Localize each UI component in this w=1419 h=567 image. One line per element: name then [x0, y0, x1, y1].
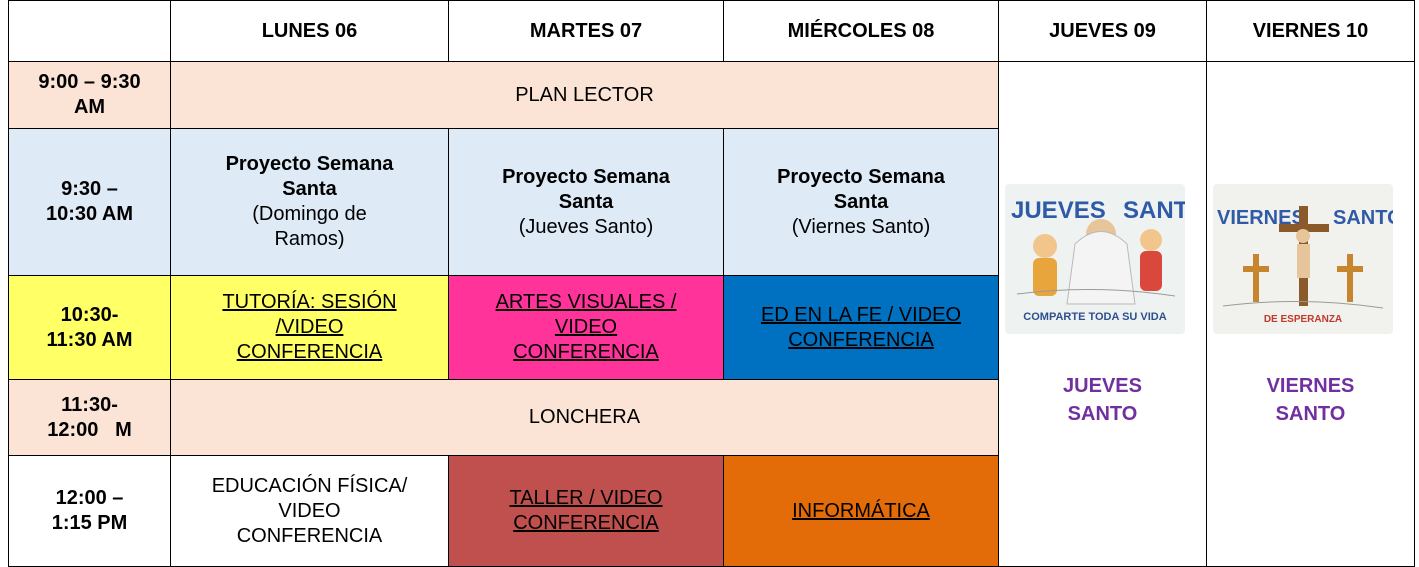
image-caption: DE ESPERANZA	[1264, 314, 1342, 325]
holiday-label-friday: VIERNES SANTO	[1266, 375, 1355, 425]
time-line: AM	[73, 96, 106, 118]
viernes-santo-image: VIERNES SANTO DE ESPERANZA	[1213, 184, 1393, 334]
wednesday-proyecto-cell: Proyecto Semana Santa (Viernes Santo)	[723, 128, 999, 276]
header-day-wednesday: MIÉRCOLES 08	[723, 0, 999, 62]
header-row: LUNES 06 MARTES 07 MIÉRCOLES 08 JUEVES 0…	[8, 0, 1415, 62]
header-day-monday: LUNES 06	[170, 0, 449, 62]
time-cell: 10:30- 11:30 AM	[8, 275, 171, 380]
header-day-tuesday: MARTES 07	[448, 0, 724, 62]
image-title-left: VIERNES	[1217, 207, 1305, 229]
header-corner-cell	[8, 0, 171, 62]
activity-lonchera: LONCHERA	[170, 379, 999, 456]
wednesday-informatica-link[interactable]: INFORMÁTICA	[723, 455, 999, 567]
row-ultima: 12:00 – 1:15 PM EDUCACIÓN FÍSICA/ VIDEO …	[8, 455, 1415, 567]
time-cell: 12:00 – 1:15 PM	[8, 455, 171, 567]
image-title-right: SANTO	[1333, 207, 1393, 229]
time-cell: 11:30- 12:00 M	[8, 379, 171, 456]
activity-plan-lector: PLAN LECTOR	[170, 61, 999, 129]
tuesday-taller-link[interactable]: TALLER / VIDEO CONFERENCIA	[448, 455, 724, 567]
image-caption: COMPARTE TODA SU VIDA	[1023, 311, 1166, 323]
holiday-friday-cell: VIERNES SANTO DE ESPERANZA	[1206, 61, 1415, 567]
holiday-thursday-cell: JUEVES SANTO COMPARTE TODA SU VIDA JUEVE…	[998, 61, 1207, 567]
jueves-santo-image: JUEVES SANTO COMPARTE TODA SU VIDA	[1005, 184, 1185, 334]
monday-tutoria-link[interactable]: TUTORÍA: SESIÓN /VIDEO CONFERENCIA	[170, 275, 449, 380]
monday-educacion-fisica-cell: EDUCACIÓN FÍSICA/ VIDEO CONFERENCIA	[170, 455, 449, 567]
time-cell: 9:30 – 10:30 AM	[8, 128, 171, 276]
header-day-thursday: JUEVES 09	[998, 0, 1207, 62]
time-line: 9:00 – 9:30	[38, 71, 141, 93]
wednesday-fe-link[interactable]: ED EN LA FE / VIDEO CONFERENCIA	[723, 275, 999, 380]
time-cell: 9:00 – 9:30 AM	[8, 61, 171, 129]
image-title-right: SANTO	[1123, 197, 1185, 224]
image-title-left: JUEVES	[1011, 197, 1106, 224]
row-proyecto: 9:30 – 10:30 AM Proyecto Semana Santa (D…	[8, 128, 1415, 276]
monday-proyecto-cell: Proyecto Semana Santa (Domingo de Ramos)	[170, 128, 449, 276]
tuesday-proyecto-cell: Proyecto Semana Santa (Jueves Santo)	[448, 128, 724, 276]
header-day-friday: VIERNES 10	[1206, 0, 1415, 62]
holiday-label-thursday: JUEVES SANTO	[1063, 375, 1142, 425]
row-sesiones: 10:30- 11:30 AM TUTORÍA: SESIÓN /VIDEO C…	[8, 275, 1415, 380]
tuesday-artes-link[interactable]: ARTES VISUALES / VIDEO CONFERENCIA	[448, 275, 724, 380]
row-plan-lector: 9:00 – 9:30 AM PLAN LECTOR JUEVES SANTO	[8, 61, 1415, 567]
weekly-schedule-table: LUNES 06 MARTES 07 MIÉRCOLES 08 JUEVES 0…	[8, 0, 1415, 567]
